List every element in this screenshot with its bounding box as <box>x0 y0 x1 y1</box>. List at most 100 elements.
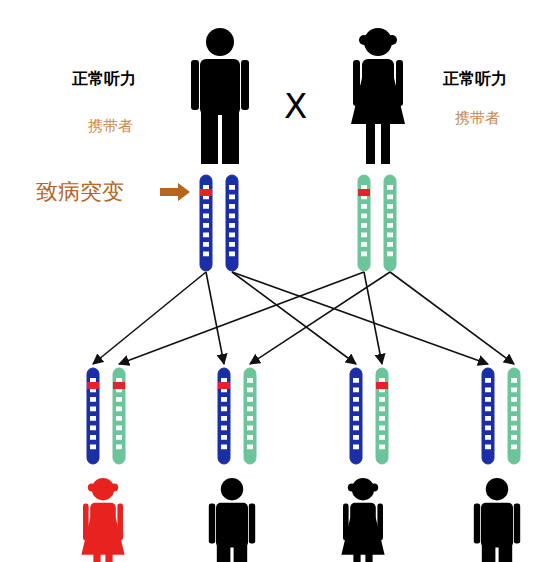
band <box>247 378 253 383</box>
male-figure <box>209 478 255 562</box>
band <box>485 416 491 421</box>
body-part <box>482 545 496 562</box>
inheritance-arrow <box>232 272 356 364</box>
band <box>511 388 517 393</box>
band <box>379 407 385 412</box>
band <box>353 397 359 402</box>
body-part <box>353 60 360 106</box>
band <box>353 426 359 431</box>
band <box>387 195 393 200</box>
band <box>387 214 393 219</box>
band <box>116 445 122 450</box>
body-part <box>249 504 255 544</box>
inheritance-arrow <box>250 272 390 364</box>
mutation-label: 致病突变 <box>36 180 124 204</box>
mutation-band <box>376 382 388 389</box>
band <box>485 407 491 412</box>
female-figure <box>81 478 124 562</box>
band <box>511 397 517 402</box>
band <box>485 397 491 402</box>
body-part <box>216 503 248 548</box>
band <box>361 204 367 209</box>
body-part <box>499 545 513 562</box>
band <box>229 233 235 238</box>
head <box>206 28 234 56</box>
band <box>229 214 235 219</box>
inheritance-arrow <box>364 272 382 364</box>
band <box>90 445 96 450</box>
band <box>361 252 367 257</box>
band <box>229 195 235 200</box>
band <box>221 426 227 431</box>
band <box>485 388 491 393</box>
pigtail <box>110 484 118 492</box>
band <box>203 242 209 247</box>
band <box>247 445 253 450</box>
band <box>116 416 122 421</box>
band <box>221 445 227 450</box>
band <box>353 407 359 412</box>
male-figure <box>191 28 249 164</box>
body-part <box>366 122 375 164</box>
band <box>229 223 235 228</box>
band <box>511 416 517 421</box>
hearing-label: 正常听力 <box>72 70 136 88</box>
mutation-band <box>87 382 99 389</box>
chromosome <box>482 368 494 464</box>
band <box>229 204 235 209</box>
band <box>511 426 517 431</box>
body-part <box>396 60 403 106</box>
inheritance-arrow <box>93 272 206 364</box>
band <box>361 223 367 228</box>
band <box>387 252 393 257</box>
band <box>90 397 96 402</box>
inheritance-arrow <box>119 272 364 364</box>
band <box>221 416 227 421</box>
chromosome <box>350 368 362 464</box>
body-part <box>234 545 248 562</box>
band <box>203 214 209 219</box>
band <box>116 426 122 431</box>
body-part <box>353 553 360 562</box>
pigtail <box>348 484 356 492</box>
band <box>485 445 491 450</box>
chromosome <box>113 368 125 464</box>
body-part <box>514 504 520 544</box>
body-part <box>381 122 390 164</box>
band <box>387 204 393 209</box>
band <box>379 435 385 440</box>
chromosome <box>508 368 520 464</box>
body-part <box>105 553 112 562</box>
pigtail <box>359 35 369 45</box>
body-part <box>93 553 100 562</box>
band <box>90 416 96 421</box>
inheritance-arrow <box>206 272 224 364</box>
band <box>379 416 385 421</box>
chromosome <box>358 175 370 271</box>
mutation-band <box>200 189 212 196</box>
inheritance-arrow <box>232 272 488 364</box>
carrier-label: 携带者 <box>455 110 500 127</box>
carrier-label: 携带者 <box>88 118 133 135</box>
female-figure <box>341 478 384 562</box>
chromosome <box>200 175 212 271</box>
female-figure <box>351 28 405 164</box>
band <box>387 185 393 190</box>
band <box>247 416 253 421</box>
chromosome <box>244 368 256 464</box>
inheritance-arrow <box>390 272 514 364</box>
mutation-band <box>358 189 370 196</box>
band <box>116 397 122 402</box>
mutation-band <box>113 382 125 389</box>
band <box>353 435 359 440</box>
band <box>116 435 122 440</box>
head <box>221 478 243 500</box>
band <box>247 426 253 431</box>
body-part <box>365 553 372 562</box>
body-part <box>481 503 513 548</box>
band <box>511 378 517 383</box>
cross-symbol: X <box>284 88 307 125</box>
body-part <box>117 504 123 541</box>
band <box>229 252 235 257</box>
body-part <box>209 504 215 544</box>
